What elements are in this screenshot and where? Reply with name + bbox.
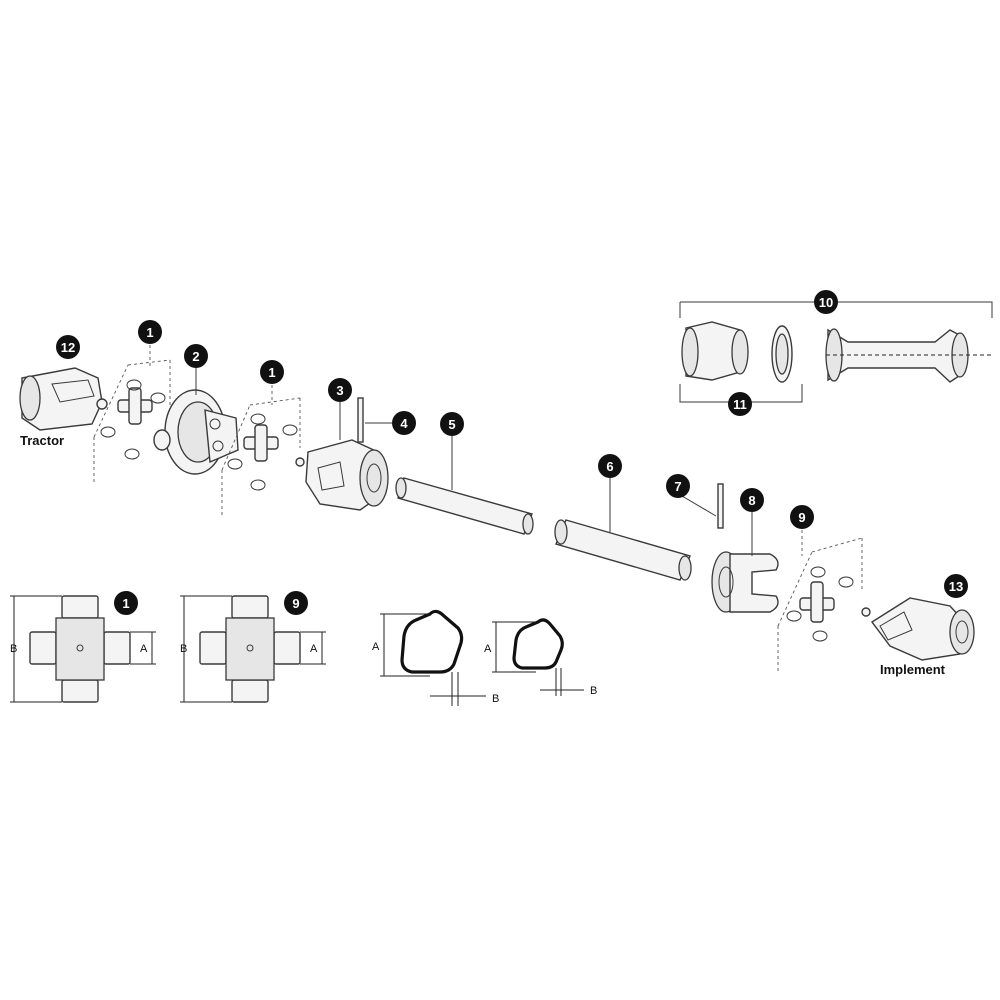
cross-kit-9-detail: B A [180, 595, 326, 703]
svg-text:9: 9 [798, 510, 805, 525]
svg-text:9: 9 [292, 596, 299, 611]
svg-text:1: 1 [268, 365, 275, 380]
callout-6: 6 [598, 454, 622, 532]
callout-4: 4 [392, 411, 416, 435]
svg-text:6: 6 [606, 459, 613, 474]
cross-kit-9 [777, 530, 871, 672]
svg-text:12: 12 [61, 340, 75, 355]
cross-kit-1a [93, 345, 171, 485]
tube-profile-large: A B [372, 609, 499, 706]
svg-text:4: 4 [400, 416, 408, 431]
svg-text:A: A [484, 643, 492, 655]
callout-3: 3 [328, 378, 352, 440]
callout-1-first: 1 [138, 320, 162, 344]
svg-text:13: 13 [949, 579, 963, 594]
svg-text:B: B [10, 643, 17, 655]
svg-text:1: 1 [122, 596, 129, 611]
tractor-yoke [19, 367, 108, 431]
implement-yoke [870, 597, 975, 661]
svg-text:3: 3 [336, 383, 343, 398]
callout-5: 5 [440, 412, 464, 490]
svg-text:1: 1 [146, 325, 153, 340]
svg-text:5: 5 [448, 417, 455, 432]
svg-text:B: B [180, 643, 187, 655]
callout-7: 7 [666, 474, 690, 498]
callout-detail-1: 1 [114, 591, 138, 615]
guard-assembly [679, 301, 993, 403]
svg-text:A: A [310, 643, 318, 655]
roll-pin [357, 397, 392, 443]
cross-kit-1b [221, 385, 305, 515]
inner-yoke [305, 439, 389, 511]
svg-text:A: A [140, 643, 148, 655]
callout-2: 2 [184, 344, 208, 395]
callout-10: 10 [814, 290, 838, 314]
svg-text:8: 8 [748, 493, 755, 508]
tube-profile-small: A B [484, 618, 597, 697]
implement-label: Implement [880, 662, 946, 677]
svg-text:2: 2 [192, 349, 199, 364]
svg-text:A: A [372, 641, 380, 653]
tractor-label: Tractor [20, 433, 64, 448]
callout-9: 9 [790, 505, 814, 529]
outer-yoke [711, 551, 779, 613]
svg-text:10: 10 [819, 295, 833, 310]
callout-12: 12 [56, 335, 80, 359]
svg-text:B: B [590, 685, 597, 697]
inner-tube [395, 477, 534, 535]
callout-1-second: 1 [260, 360, 284, 384]
center-housing [153, 389, 239, 475]
outer-tube [554, 519, 692, 581]
callout-11: 11 [728, 392, 752, 416]
cross-kit-1-detail: B A [10, 595, 156, 703]
svg-text:7: 7 [674, 479, 681, 494]
callout-detail-9: 9 [284, 591, 308, 615]
callout-13: 13 [944, 574, 968, 598]
callout-8: 8 [740, 488, 764, 556]
svg-text:11: 11 [733, 397, 747, 412]
roll-pin-outer [681, 483, 724, 529]
svg-text:B: B [492, 693, 499, 705]
